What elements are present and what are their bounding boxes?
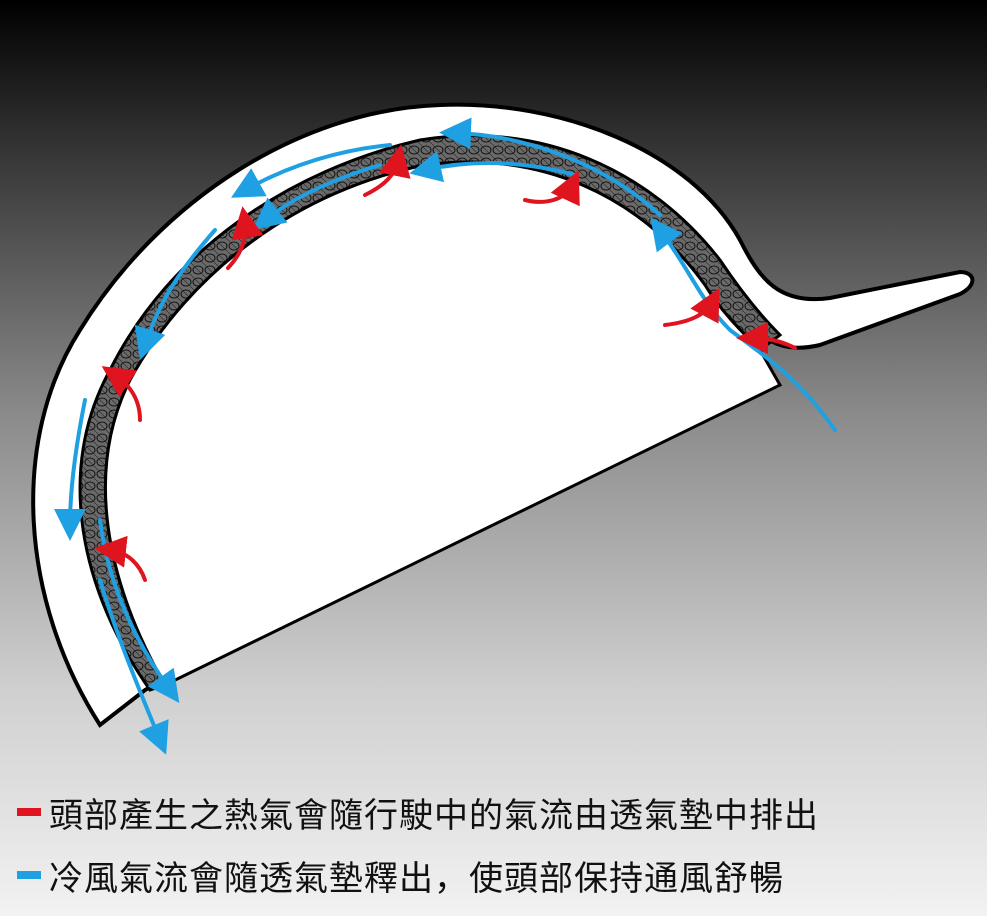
cool-air-inner-path	[252, 163, 382, 230]
legend-swatch-red	[17, 808, 41, 816]
hot-air-arrow	[94, 535, 147, 582]
cool-air-inner-path	[409, 150, 577, 183]
head-area	[103, 160, 783, 687]
cool-air-front-path	[134, 228, 217, 361]
cool-air-flow	[54, 117, 837, 755]
cool-air-top-path	[439, 117, 662, 217]
cool-air-inner-path	[98, 518, 180, 704]
hot-air-arrow	[663, 287, 720, 327]
legend-swatch-blue	[17, 871, 41, 879]
legend-label-hot-air: 頭部產生之熱氣會隨行駛中的氣流由透氣墊中排出	[49, 795, 819, 836]
cool-air-crown-path	[231, 143, 392, 198]
legend-item-cool-air: 冷風氣流會隨透氣墊釋出，使頭部保持通風舒暢	[17, 855, 784, 899]
legend-label-cool-air: 冷風氣流會隨透氣墊釋出，使頭部保持通風舒暢	[49, 858, 784, 899]
cool-air-intake-path	[650, 217, 837, 432]
hot-air-arrow	[736, 322, 797, 355]
hot-air-arrow	[226, 206, 264, 270]
hot-air-arrow	[101, 366, 142, 422]
hot-air-arrow	[523, 170, 580, 207]
hot-air-arrow	[363, 144, 411, 197]
legend-item-hot-air: 頭部產生之熱氣會隨行駛中的氣流由透氣墊中排出	[17, 792, 819, 836]
cool-air-lower-path	[54, 398, 87, 541]
cool-air-exit-path	[98, 578, 169, 755]
hot-air-flow	[94, 144, 797, 582]
